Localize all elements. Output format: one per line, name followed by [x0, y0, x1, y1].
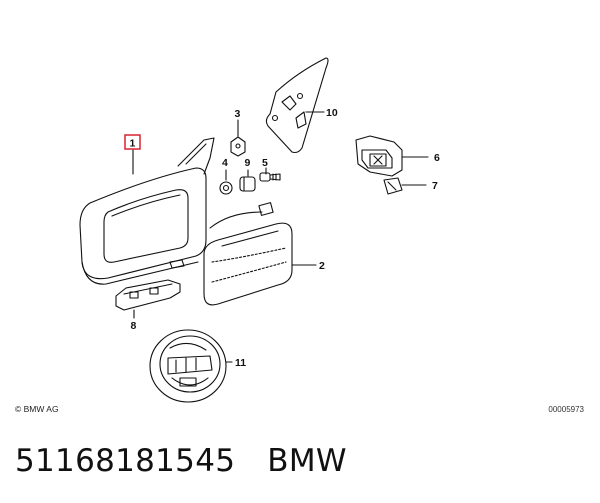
part-caption: 51168181545 BMW — [15, 436, 347, 486]
triangle-cover — [265, 57, 329, 154]
mirror-housing — [79, 137, 215, 285]
callout-9: 9 — [245, 157, 251, 169]
copyright-notice: © BMW AG — [15, 404, 59, 414]
callout-3: 3 — [235, 108, 241, 120]
screw — [259, 167, 281, 182]
bushing — [239, 169, 256, 192]
part-number: 51168181545 — [15, 443, 236, 479]
mirror-motor — [149, 329, 233, 403]
callout-10: 10 — [326, 107, 338, 119]
parts-diagram: 1 2 3 4 5 6 7 8 9 10 11 — [79, 57, 440, 403]
knob — [383, 177, 427, 195]
bracket — [115, 279, 181, 319]
brand-name: BMW — [267, 443, 347, 479]
callout-6: 6 — [434, 152, 440, 164]
catalog-id: 00005973 — [548, 405, 584, 414]
callout-1: 1 — [130, 138, 136, 150]
callout-2: 2 — [319, 260, 325, 272]
callout-8: 8 — [131, 320, 137, 332]
callout-1-highlight — [124, 134, 141, 150]
mirror-glass — [203, 202, 317, 306]
switch-housing — [355, 135, 429, 177]
callout-11: 11 — [235, 357, 246, 369]
callout-7: 7 — [432, 180, 438, 192]
spacer — [219, 169, 233, 195]
nut — [230, 119, 246, 157]
callout-4: 4 — [222, 157, 228, 169]
callout-5: 5 — [262, 157, 268, 169]
